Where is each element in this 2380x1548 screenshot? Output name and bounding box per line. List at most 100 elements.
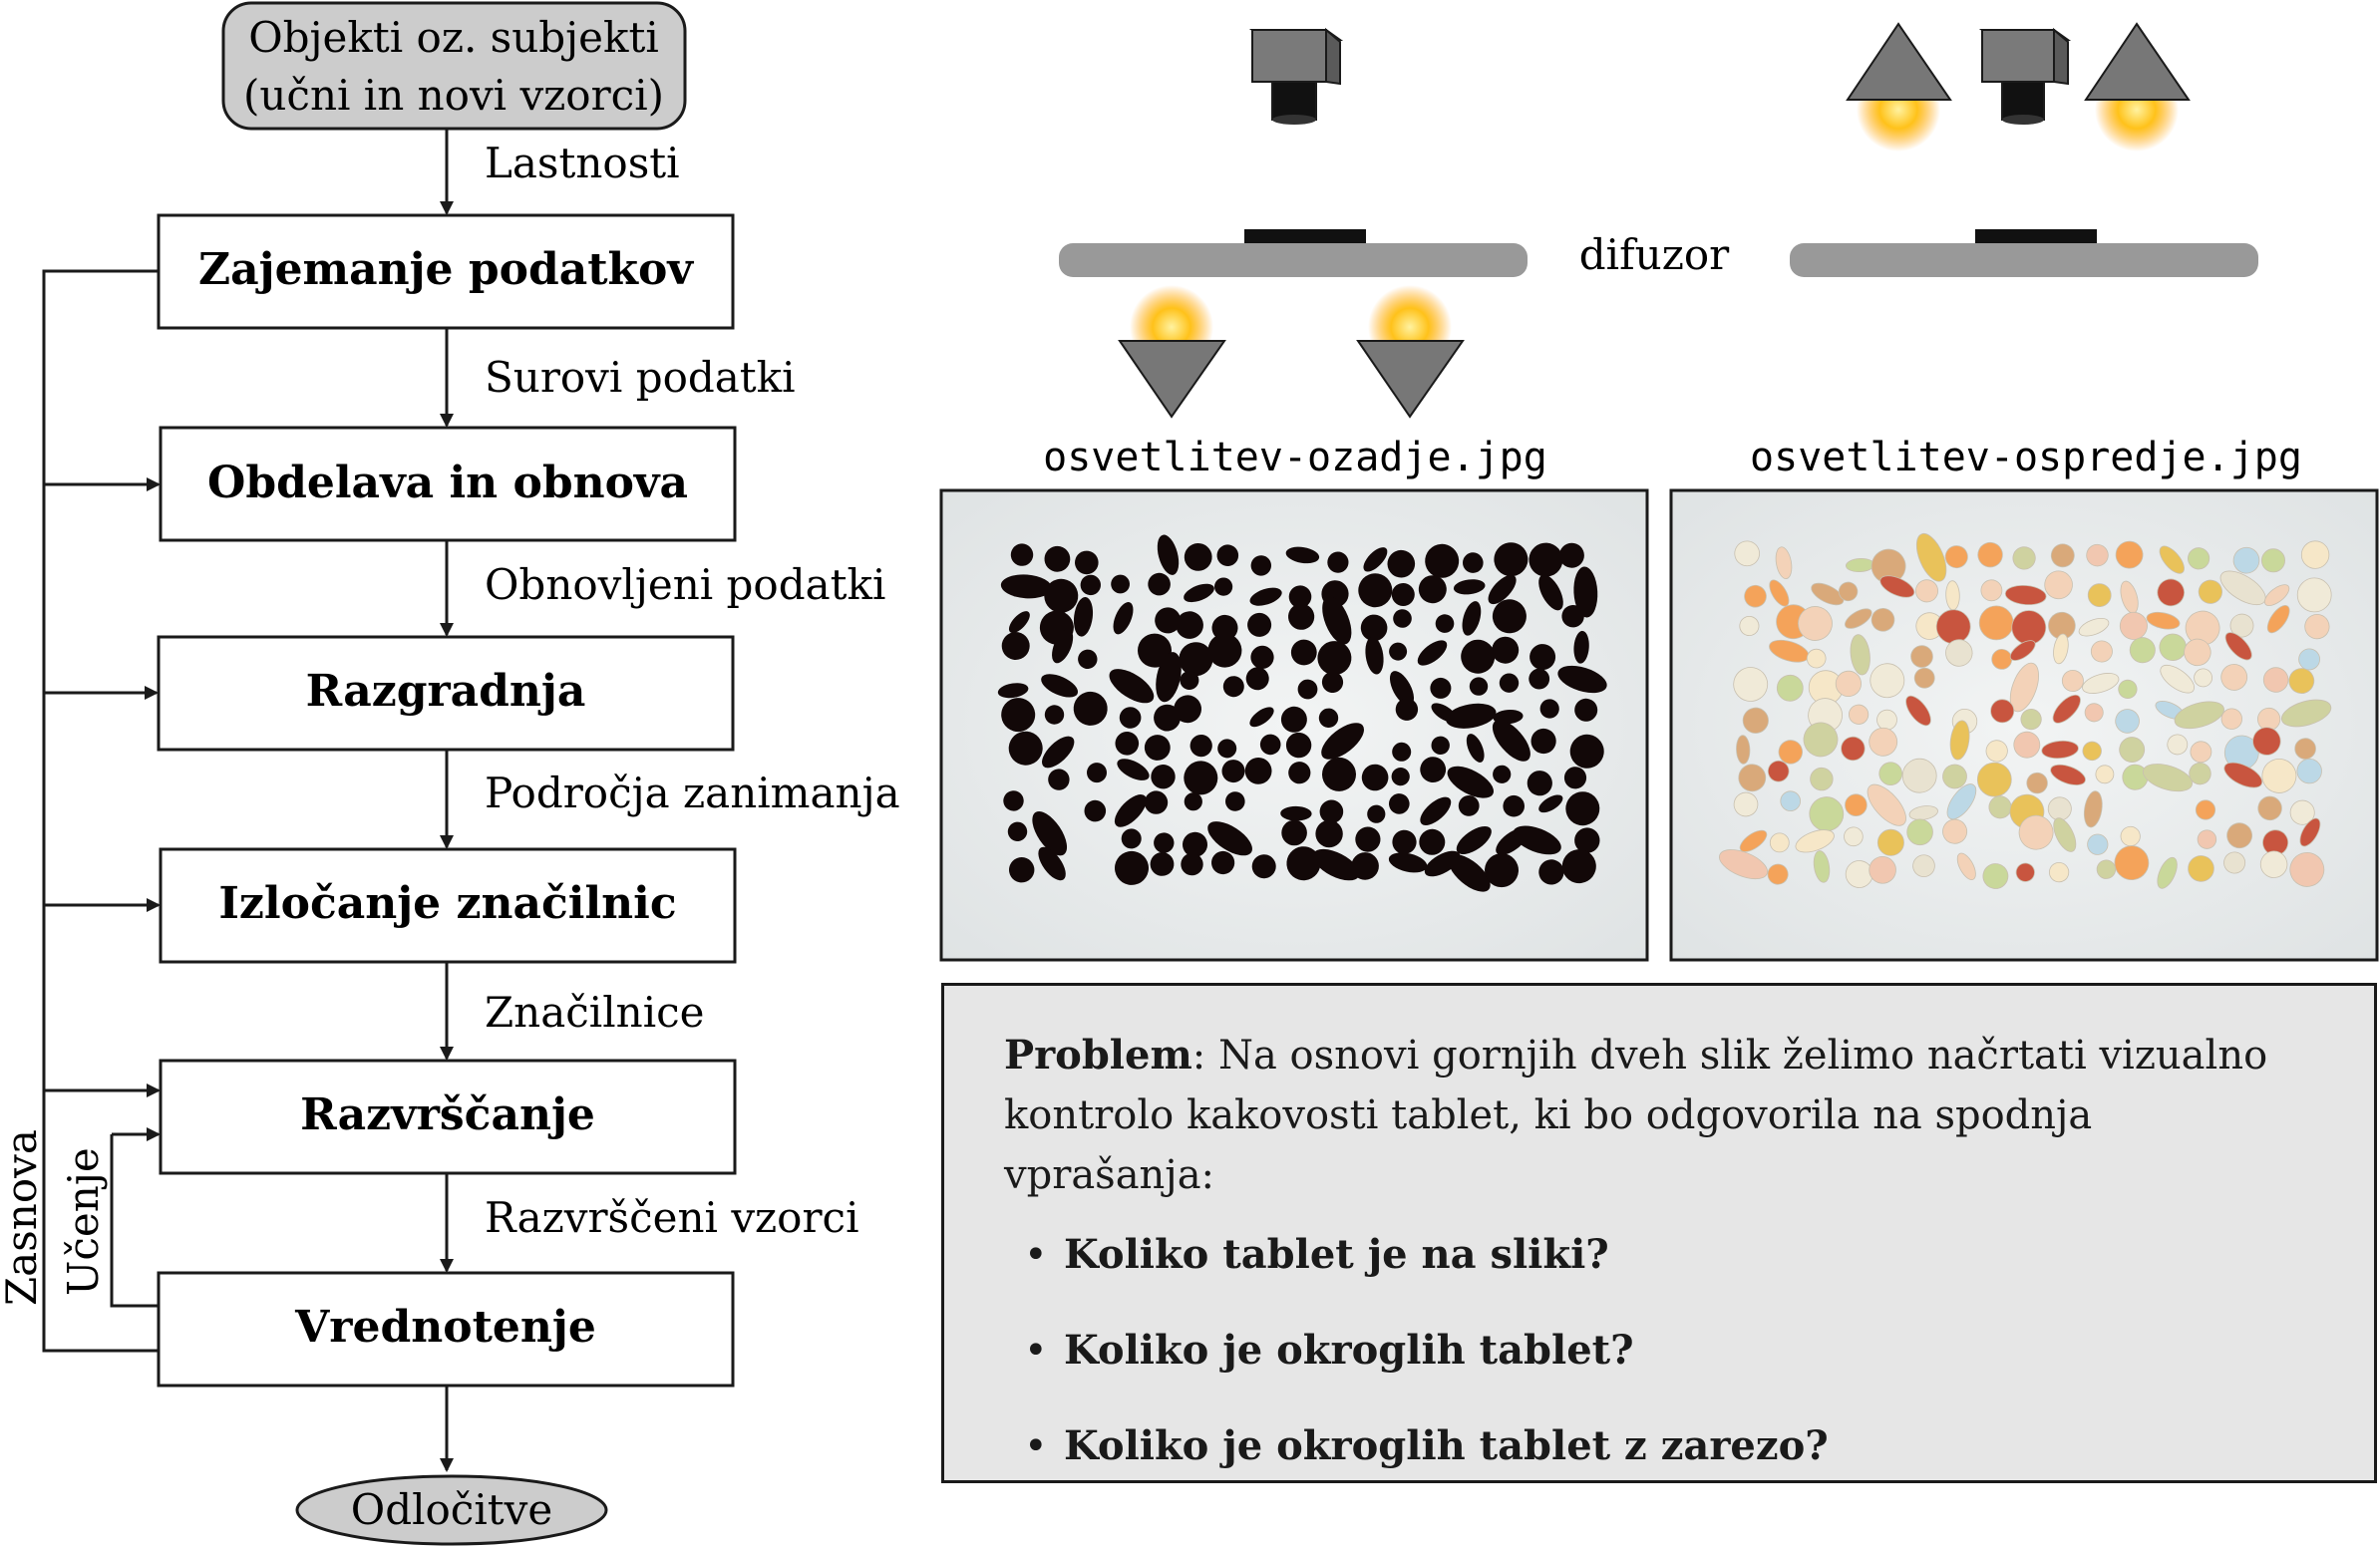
pill — [1529, 542, 1563, 577]
pill — [1176, 611, 1203, 639]
pill — [2050, 764, 2086, 785]
pill — [1869, 727, 1898, 757]
box-zajemanje-label: Zajemanje podatkov — [198, 244, 694, 295]
diffuser-back — [1059, 243, 1528, 277]
box-razgradnja — [157, 635, 735, 752]
pill — [1113, 602, 1134, 635]
box-razgradnja-label: Razgradnja — [306, 666, 586, 717]
pill — [1557, 665, 1607, 694]
pill — [2142, 764, 2194, 792]
pill — [2157, 578, 2186, 607]
pill — [2232, 546, 2260, 574]
pill — [1144, 790, 1169, 814]
pill — [1461, 639, 1496, 674]
pill — [2289, 799, 2315, 825]
edge-label-surovi: Surovi podatki — [485, 353, 796, 402]
pill — [2041, 740, 2079, 760]
pill — [1144, 735, 1171, 761]
pill — [1494, 542, 1529, 577]
pill — [2223, 851, 2246, 874]
box-izlocanje — [159, 847, 737, 964]
start-line-1: Objekti oz. subjekti — [248, 13, 659, 62]
pill — [1184, 583, 1214, 603]
pill — [1180, 671, 1199, 690]
pill — [1280, 706, 1307, 733]
pill — [1561, 605, 1584, 628]
pill — [1513, 825, 1561, 855]
pill — [2013, 731, 2041, 759]
pill — [1565, 791, 1600, 826]
loop-outer-line — [42, 269, 159, 1353]
pill — [1183, 831, 1207, 857]
pill — [1769, 579, 1790, 607]
pill — [1322, 596, 1352, 645]
pill — [1879, 575, 1915, 598]
pill — [1190, 735, 1212, 758]
pill — [1247, 612, 1272, 637]
end-node — [295, 1474, 608, 1546]
pill — [1318, 708, 1339, 729]
pill — [1156, 652, 1182, 703]
pill — [2018, 814, 2054, 850]
pill — [1430, 677, 1452, 699]
pill — [1317, 641, 1352, 676]
pill — [1003, 790, 1024, 811]
pill — [2189, 762, 2211, 785]
pill — [1776, 674, 1804, 702]
pill — [2263, 584, 2290, 606]
pill — [1119, 707, 1142, 729]
pill — [1538, 574, 1563, 611]
pill — [1446, 703, 1497, 729]
pill — [1845, 608, 1872, 629]
pill — [1469, 677, 1489, 696]
pill — [1288, 762, 1311, 784]
pill — [1155, 607, 1182, 634]
pill — [1073, 691, 1108, 726]
pill — [1224, 791, 1245, 811]
pill — [2120, 825, 2141, 847]
pill — [1351, 852, 1379, 880]
pill — [2044, 570, 2073, 600]
pill — [2146, 611, 2181, 630]
pill — [1391, 583, 1415, 606]
pill — [1838, 581, 1859, 602]
pill — [1912, 854, 1935, 878]
pill — [1389, 793, 1410, 814]
edge-label-podrocja: Področja zanimanja — [485, 769, 900, 817]
pill — [2288, 668, 2315, 694]
problem-label: Problem — [1004, 1032, 1192, 1079]
pill — [2020, 709, 2042, 731]
pill — [1719, 849, 1768, 880]
pill — [1485, 853, 1519, 888]
pill — [1321, 671, 1344, 694]
pill — [1073, 597, 1094, 637]
pill — [1418, 575, 1447, 604]
pill — [1976, 762, 2012, 797]
pill — [2188, 855, 2214, 882]
pill — [1114, 794, 1147, 827]
pill — [2294, 738, 2316, 760]
lighting-front — [1790, 22, 2258, 277]
pill — [1042, 736, 1075, 769]
pill — [1419, 828, 1446, 855]
file-label-front: osvetlitev-ospredje.jpg — [1750, 435, 2302, 480]
problem-text: : Na osnovi gornjih dveh slik želimo nač… — [1004, 1033, 2268, 1198]
pill — [1573, 566, 1598, 618]
pill — [1906, 818, 1933, 846]
pill — [1466, 734, 1485, 763]
pill — [1008, 611, 1030, 634]
flowchart: Objekti oz. subjekti (učni in novi vzorc… — [0, 1, 900, 1546]
problem-statement: Problem: Na osnovi gornjih dveh slik žel… — [1004, 1026, 2314, 1205]
pill — [1913, 667, 1935, 689]
pill — [1115, 850, 1149, 885]
box-obdelava — [159, 426, 737, 542]
pill — [1492, 636, 1520, 664]
pill — [2053, 633, 2069, 665]
pill — [1499, 673, 1520, 693]
object-back — [1244, 229, 1366, 245]
pill — [1736, 735, 1751, 765]
start-node — [221, 1, 687, 131]
pill — [1991, 649, 2013, 670]
pill — [2260, 548, 2285, 573]
pill — [1810, 767, 1834, 791]
